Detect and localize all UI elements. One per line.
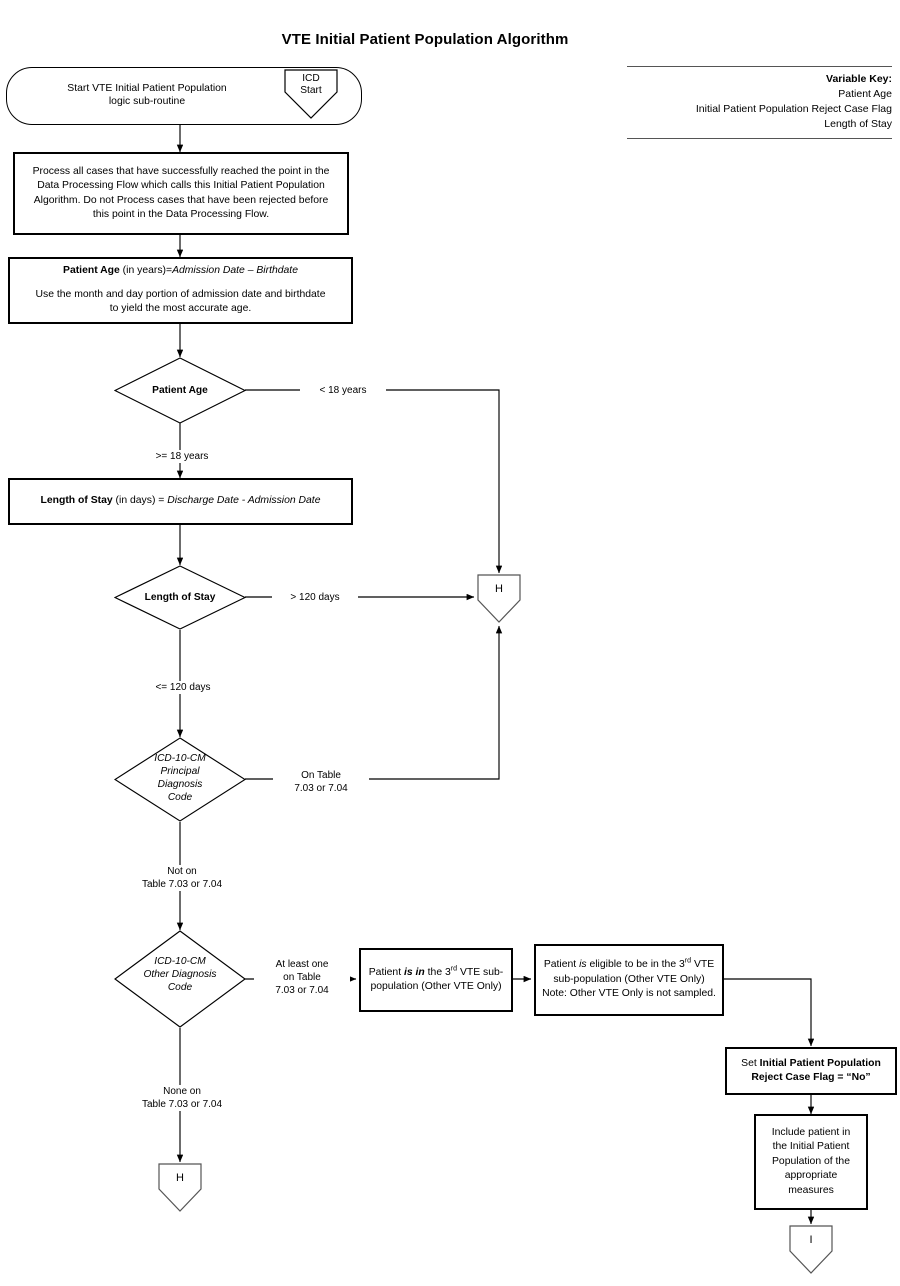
- edge-label-principal-on-table: On Table 7.03 or 7.04: [273, 769, 369, 795]
- node-principal-dx-decision[interactable]: [114, 737, 246, 822]
- node-in-subpopulation[interactable]: Patient is in the 3rd VTE sub-population…: [359, 948, 513, 1012]
- edge-label-principal-not-on-table: Not on Table 7.03 or 7.04: [119, 865, 245, 891]
- connector-i-label: I: [809, 1234, 813, 1246]
- node-principal-dx-decision-label: ICD-10-CM Principal Diagnosis Code: [154, 753, 206, 804]
- node-eligible-subpopulation[interactable]: Patient is eligible to be in the 3rd VTE…: [534, 944, 724, 1016]
- edge-label-other-at-least-one: At least one on Table 7.03 or 7.04: [254, 958, 350, 997]
- variable-key-item: Patient Age: [838, 87, 892, 100]
- node-patient-age-calc[interactable]: Patient Age (in years)=Admission Date – …: [8, 257, 353, 324]
- variable-key-item: Initial Patient Population Reject Case F…: [695, 102, 892, 115]
- page-title: VTE Initial Patient Population Algorithm: [281, 31, 569, 48]
- edge-label-age-lt18: < 18 years: [300, 384, 386, 397]
- node-los-decision-label: Length of Stay: [144, 592, 216, 603]
- connector-h-bottom-label: H: [176, 1172, 184, 1184]
- node-los-decision[interactable]: [114, 565, 246, 630]
- node-in-subpopulation-label: Patient is in the 3rd VTE sub-population…: [368, 965, 504, 992]
- edge-label-age-gte18: >= 18 years: [135, 450, 229, 463]
- variable-key-heading: Variable Key:: [826, 73, 892, 85]
- node-start-label: Start VTE Initial Patient Population log…: [67, 83, 227, 107]
- node-los-calc-label: Length of Stay (in days) = Discharge Dat…: [40, 495, 321, 507]
- node-set-reject-flag-label: Set Initial Patient Population Reject Ca…: [741, 1057, 881, 1083]
- node-eligible-subpopulation-label: Patient is eligible to be in the 3rd VTE…: [542, 957, 716, 1000]
- icd-start-badge: [284, 69, 338, 119]
- node-process-note-label: Process all cases that have successfully…: [32, 165, 330, 220]
- node-patient-age-decision[interactable]: [114, 357, 246, 424]
- node-process-note[interactable]: Process all cases that have successfully…: [13, 152, 349, 235]
- variable-key-item: Length of Stay: [824, 117, 892, 130]
- edge-label-los-lte120: <= 120 days: [135, 681, 231, 694]
- variable-key: Variable Key: Patient Age Initial Patien…: [627, 66, 892, 139]
- node-patient-age-decision-label: Patient Age: [152, 385, 208, 396]
- icd-start-badge-label: ICD Start: [300, 73, 322, 97]
- edge-label-other-none-on-table: None on Table 7.03 or 7.04: [119, 1085, 245, 1111]
- node-patient-age-calc-label: Patient Age (in years)=Admission Date – …: [35, 265, 326, 315]
- node-include-patient-label: Include patient in the Initial Patient P…: [771, 1127, 851, 1196]
- connector-h-mid-label: H: [495, 583, 503, 595]
- node-other-dx-decision-label: ICD-10-CM Other Diagnosis Code: [143, 956, 217, 994]
- node-set-reject-flag[interactable]: Set Initial Patient Population Reject Ca…: [725, 1047, 897, 1095]
- edge-label-los-gt120: > 120 days: [272, 591, 358, 604]
- node-other-dx-decision[interactable]: [114, 930, 246, 1028]
- node-include-patient[interactable]: Include patient in the Initial Patient P…: [754, 1114, 868, 1210]
- node-los-calc[interactable]: Length of Stay (in days) = Discharge Dat…: [8, 478, 353, 525]
